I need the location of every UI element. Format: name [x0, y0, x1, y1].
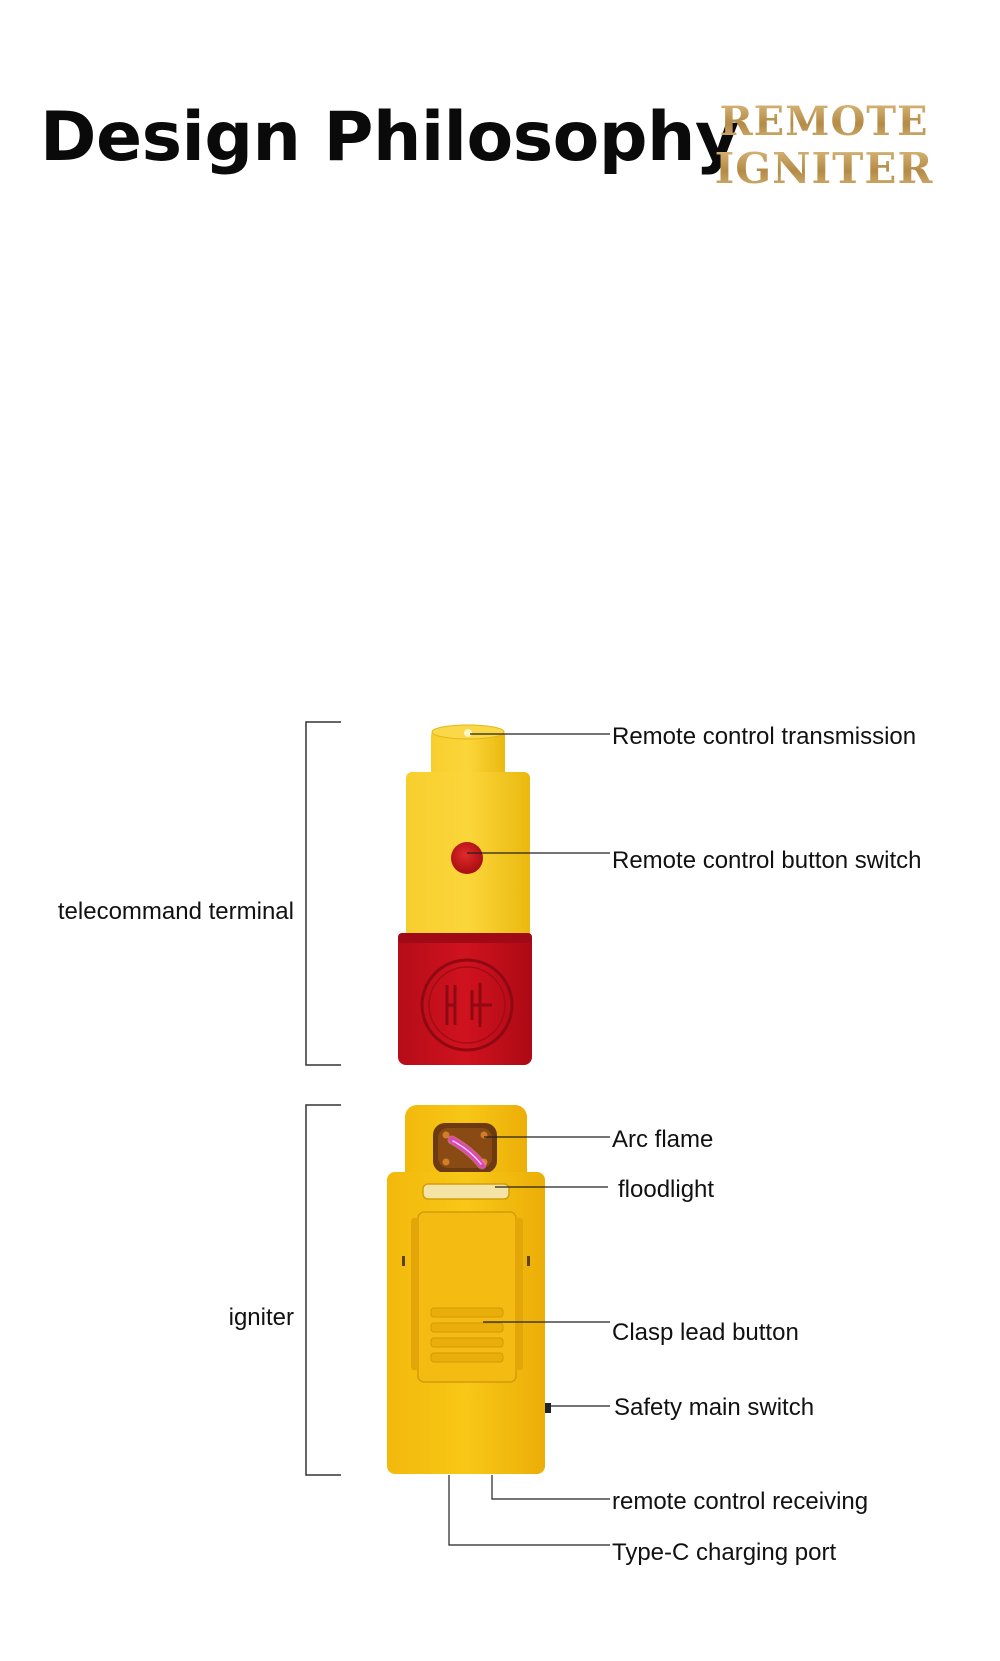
safety-switch-icon: [545, 1403, 551, 1413]
callout-remote-transmission: Remote control transmission: [612, 723, 917, 750]
callout-safety-switch: Safety main switch: [614, 1394, 815, 1421]
igniter-bracket: [305, 1104, 341, 1476]
page-title: Design Philosophy: [40, 98, 739, 177]
leader-lines: [448, 733, 610, 1546]
callout-typec-port: Type-C charging port: [612, 1539, 837, 1566]
brand-logo-line1: REMOTE: [700, 102, 948, 142]
callout-floodlight: floodlight: [618, 1176, 715, 1203]
logo-emblem-icon: [420, 958, 514, 1052]
igniter-device: [387, 1105, 551, 1474]
callout-arc-flame: Arc flame: [612, 1126, 714, 1153]
transmitter-lens: [464, 729, 472, 737]
telecommand-bracket: [305, 721, 341, 1066]
callout-remote-receiving: remote control receiving: [612, 1488, 869, 1515]
floodlight-icon: [422, 1183, 510, 1200]
callout-remote-button: Remote control button switch: [612, 847, 922, 874]
remote-button-icon: [451, 842, 483, 874]
telecommand-terminal-label: telecommand terminal: [57, 898, 294, 925]
remote-transmitter-nozzle: [431, 730, 505, 780]
igniter-label: igniter: [228, 1304, 294, 1331]
callout-clasp-button: Clasp lead button: [612, 1319, 799, 1346]
remote-device: [398, 724, 532, 1065]
brand-logo-line2: IGNITER: [700, 148, 948, 190]
